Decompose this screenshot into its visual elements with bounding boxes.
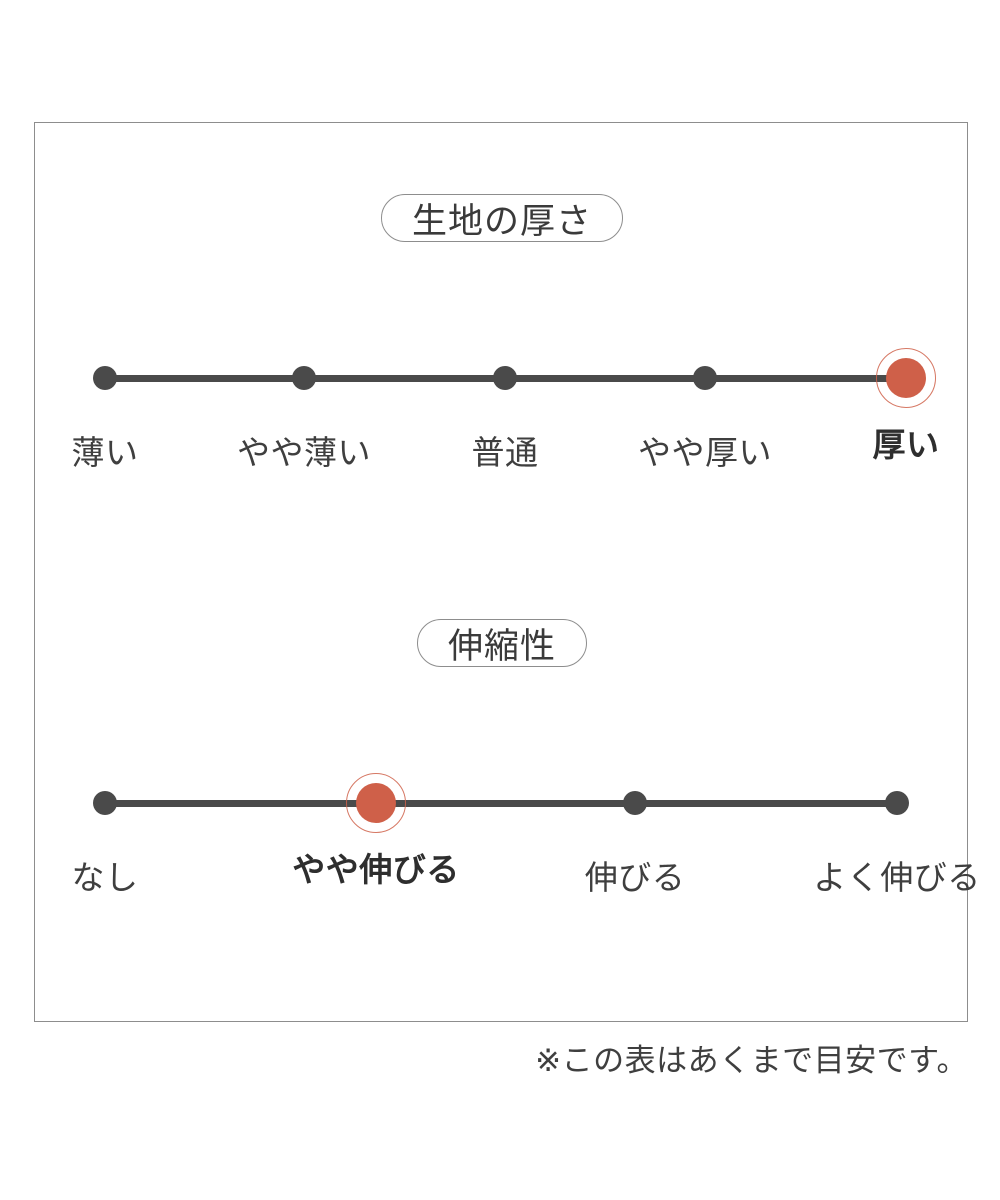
scale-point-label: やや伸びる [292,850,460,889]
scale-section-0: 生地の厚さ薄い やや薄い 普通 やや厚い 厚い [35,193,969,472]
scale-dot-icon [693,366,717,390]
pill-row: 生地の厚さ [35,193,969,243]
scale-point[interactable]: よく伸びる [813,791,980,897]
scale-dot-icon [493,366,517,390]
footnote-text: ※この表はあくまで目安です。 [535,1043,968,1079]
spec-panel: 生地の厚さ薄い やや薄い 普通 やや厚い 厚い伸縮性なし やや伸びる 伸びる よく伸びる [34,122,980,1022]
scale-point[interactable]: 普通 [472,366,538,472]
scale-dot-icon [93,791,117,815]
scale-point-selected[interactable]: やや伸びる [292,773,459,889]
scale-point-label: 伸びる [584,858,686,897]
scale-track-line [105,800,897,807]
scale-point[interactable]: やや薄い [237,366,371,472]
scale-point-label: やや薄い [237,433,371,472]
scale-dot-icon [93,366,117,390]
scale-dot-icon [623,791,647,815]
scale-point-label: 普通 [471,433,539,472]
scale-point-selected[interactable]: 厚い [873,348,939,464]
scale-point[interactable]: やや厚い [638,366,772,472]
scale-point[interactable]: 伸びる [585,791,685,897]
scale-point[interactable]: なし [72,791,138,897]
scale-section-1: 伸縮性なし やや伸びる 伸びる よく伸びる [35,618,980,897]
scale-point-label: 厚い [872,425,940,464]
scale-point-label: 薄い [71,433,139,472]
scale-point-label: やや厚い [638,433,772,472]
scale-dot-icon [886,358,926,398]
scale-point-label: なし [71,858,139,897]
scale-dot-icon [292,366,316,390]
pill-row: 伸縮性 [35,618,969,668]
scale-dot-icon [885,791,909,815]
scale-point-label: よく伸びる [813,858,981,897]
scale-dot-icon [356,783,396,823]
scale-track-area: 薄い やや薄い 普通 やや厚い 厚い [35,243,969,472]
scale-title-pill: 生地の厚さ [380,194,623,242]
scale-point[interactable]: 薄い [72,366,138,472]
scale-title-pill: 伸縮性 [416,619,587,667]
scale-track-area: なし やや伸びる 伸びる よく伸びる [35,668,980,897]
